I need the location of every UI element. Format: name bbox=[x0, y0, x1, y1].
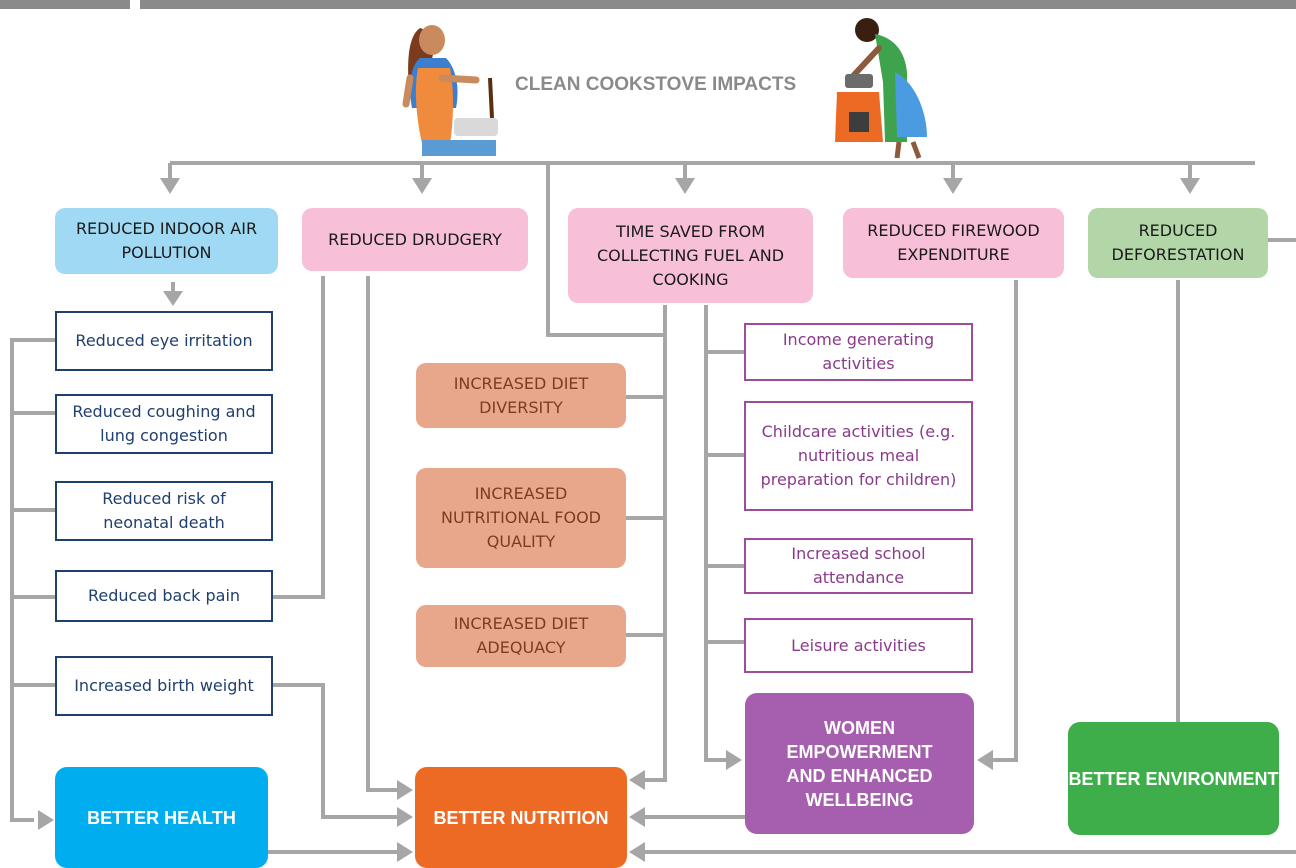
top-bar-left bbox=[0, 0, 130, 9]
top-bar-right bbox=[140, 0, 1296, 9]
node-reduced-firewood-expenditure: REDUCED FIREWOOD EXPENDITURE bbox=[843, 208, 1064, 278]
node-reduced-eye-irritation: Reduced eye irritation bbox=[55, 311, 273, 371]
outcome-better-health: BETTER HEALTH bbox=[55, 767, 268, 868]
woman-cooking-left-icon bbox=[402, 25, 498, 156]
node-increased-birth-weight: Increased birth weight bbox=[55, 656, 273, 716]
node-childcare-activities: Childcare activities (e.g. nutritious me… bbox=[744, 401, 973, 511]
node-reduced-deforestation: REDUCED DEFORESTATION bbox=[1088, 208, 1268, 278]
outcome-better-environment: BETTER ENVIRONMENT bbox=[1068, 722, 1279, 835]
diagram-title: CLEAN COOKSTOVE IMPACTS bbox=[515, 74, 797, 95]
outcome-better-nutrition: BETTER NUTRITION bbox=[415, 767, 627, 868]
node-reduced-neonatal-death: Reduced risk of neonatal death bbox=[55, 481, 273, 541]
outcome-women-empowerment: WOMEN EMPOWERMENT AND ENHANCED WELLBEING bbox=[745, 693, 974, 834]
woman-cooking-stove-icon bbox=[835, 18, 927, 159]
node-reduced-coughing: Reduced coughing and lung congestion bbox=[55, 394, 273, 454]
node-increased-diet-diversity: INCREASED DIET DIVERSITY bbox=[416, 363, 626, 428]
node-leisure-activities: Leisure activities bbox=[744, 618, 973, 673]
node-income-generating-activities: Income generating activities bbox=[744, 323, 973, 381]
node-reduced-back-pain: Reduced back pain bbox=[55, 570, 273, 622]
node-increased-school-attendance: Increased school attendance bbox=[744, 538, 973, 594]
node-increased-diet-adequacy: INCREASED DIET ADEQUACY bbox=[416, 605, 626, 667]
node-increased-nutritional-food-quality: INCREASED NUTRITIONAL FOOD QUALITY bbox=[416, 468, 626, 568]
node-reduced-drudgery: REDUCED DRUDGERY bbox=[302, 208, 528, 271]
node-time-saved: TIME SAVED FROM COLLECTING FUEL AND COOK… bbox=[568, 208, 813, 303]
node-reduced-indoor-air-pollution: REDUCED INDOOR AIR POLLUTION bbox=[55, 208, 278, 274]
